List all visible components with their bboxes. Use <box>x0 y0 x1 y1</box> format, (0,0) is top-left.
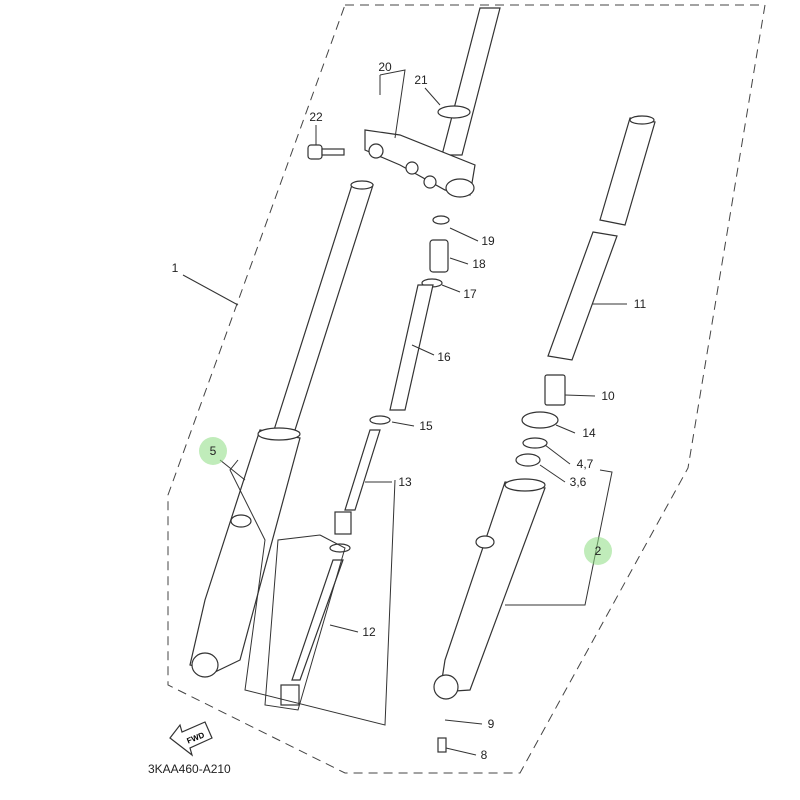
callout-14[interactable]: 14 <box>582 426 596 440</box>
callout-18[interactable]: 18 <box>472 257 486 271</box>
callout-5[interactable]: 5 <box>209 444 217 458</box>
callout-22[interactable]: 22 <box>309 110 323 124</box>
steering-stem-part <box>364 7 501 198</box>
callout-10[interactable]: 10 <box>601 389 615 403</box>
callout-2[interactable]: 2 <box>594 544 602 558</box>
callout-20[interactable]: 20 <box>378 60 392 74</box>
highlight-marker-5 <box>199 437 227 465</box>
callout-9[interactable]: 9 <box>487 717 495 731</box>
callout-17[interactable]: 17 <box>463 287 477 301</box>
callout-15[interactable]: 15 <box>419 419 433 433</box>
bolt-22-part <box>307 144 345 160</box>
callout-19[interactable]: 19 <box>481 234 495 248</box>
diagram-code: 3KAA460-A210 <box>148 762 231 776</box>
callout-21[interactable]: 21 <box>414 73 428 87</box>
callout-16[interactable]: 16 <box>437 350 451 364</box>
damper-rod-parts <box>280 215 450 706</box>
left-outer-tube-part <box>189 427 301 678</box>
callout-1[interactable]: 1 <box>171 261 179 275</box>
callout-12[interactable]: 12 <box>362 625 376 639</box>
highlight-marker-2 <box>584 537 612 565</box>
bracket-12 <box>264 534 346 711</box>
right-fork-parts <box>433 115 656 753</box>
callout-13[interactable]: 13 <box>398 475 412 489</box>
callout-11[interactable]: 11 <box>633 297 647 311</box>
callout-4-7[interactable]: 4,7 <box>576 457 594 471</box>
left-inner-tube-part <box>273 180 374 431</box>
callout-3-6[interactable]: 3,6 <box>569 475 587 489</box>
leader-lines <box>182 69 627 756</box>
assembly-boundary <box>167 4 766 774</box>
callout-8[interactable]: 8 <box>480 748 488 762</box>
fwd-arrow-icon: FWD <box>169 721 213 757</box>
